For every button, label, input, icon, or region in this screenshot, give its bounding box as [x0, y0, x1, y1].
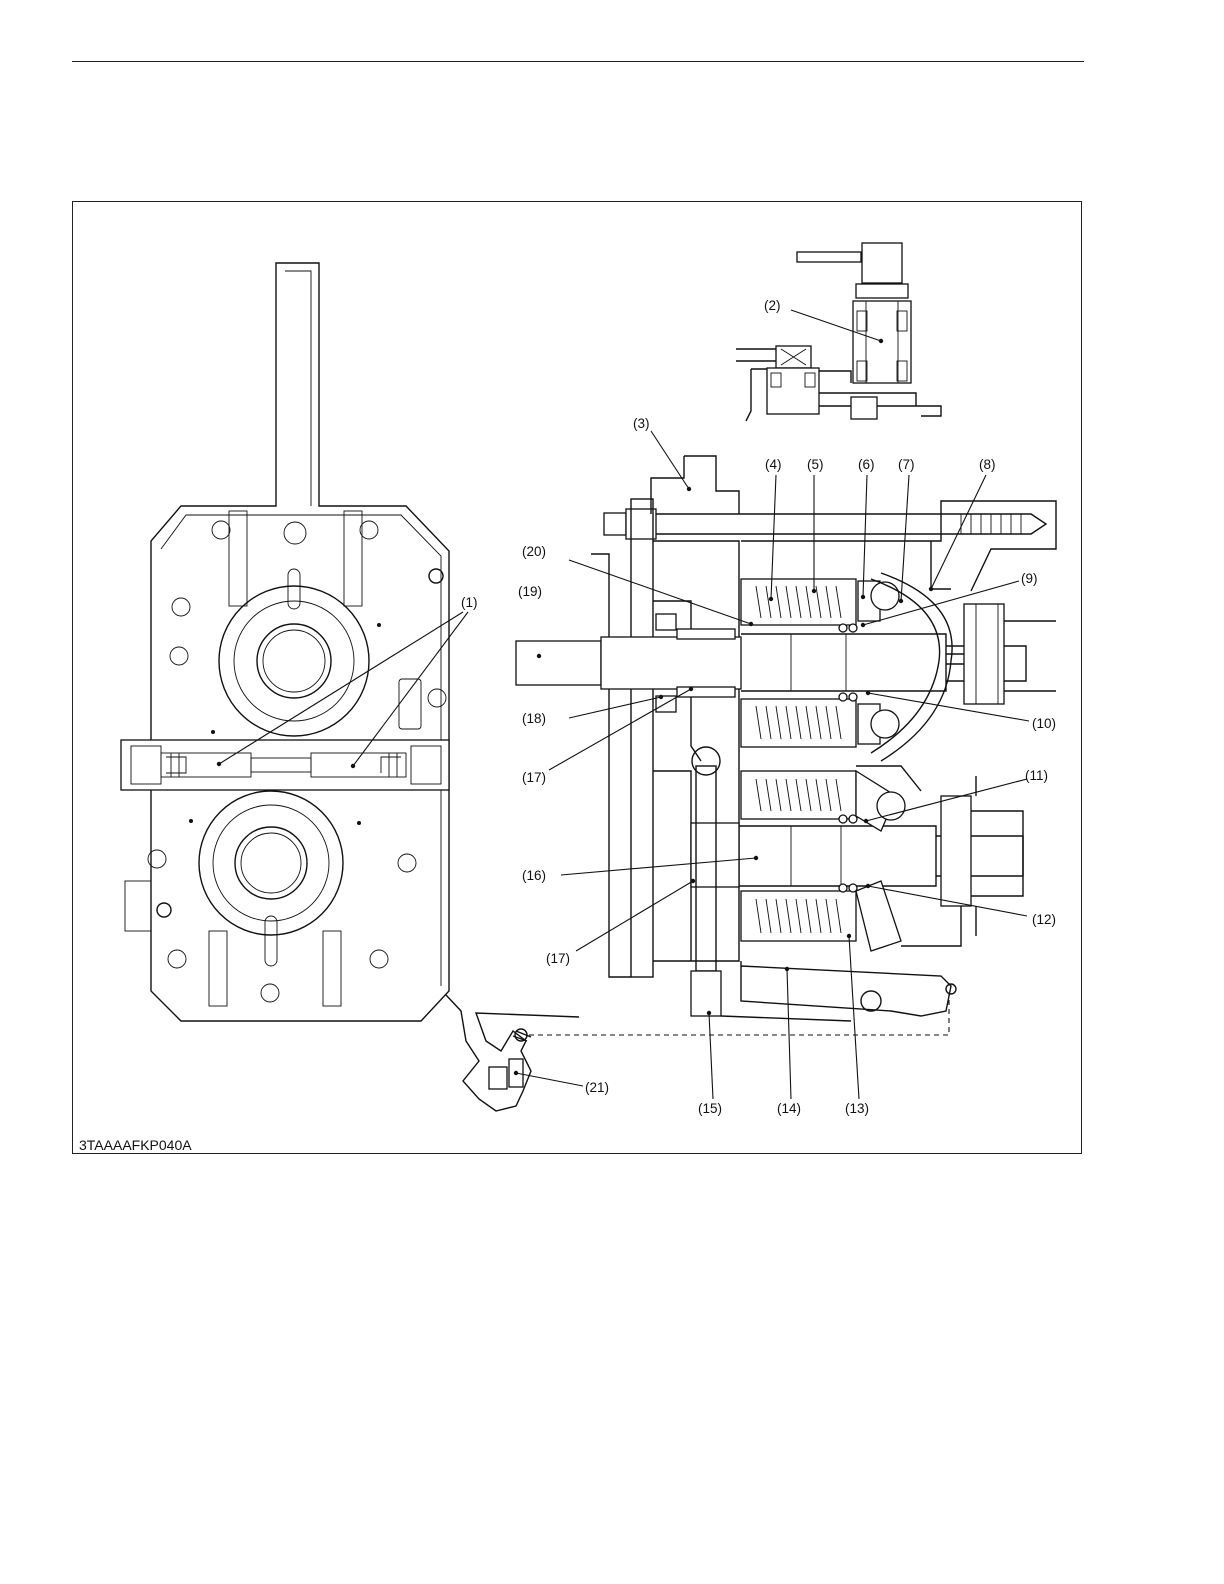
- callout-11: (11): [1025, 768, 1048, 783]
- figure-code: 3TAAAAFKP040A: [79, 1137, 192, 1153]
- callout-17-upper: (17): [522, 770, 546, 785]
- callout-20: (20): [522, 544, 546, 559]
- callout-17-lower: (17): [546, 951, 570, 966]
- callout-9: (9): [1021, 571, 1038, 586]
- callout-12: (12): [1032, 912, 1056, 927]
- callout-7: (7): [898, 457, 915, 472]
- callout-13: (13): [845, 1101, 869, 1116]
- shift-mechanism-inset: [736, 243, 941, 421]
- callout-3: (3): [633, 416, 650, 431]
- callout-2: (2): [764, 298, 781, 313]
- transmission-cross-section-diagram: (1) (2) (3) (4) (5) (6) (7) (8) (9) (10)…: [73, 202, 1083, 1155]
- callout-4: (4): [765, 457, 782, 472]
- callout-19: (19): [518, 584, 542, 599]
- callout-1: (1): [461, 595, 478, 610]
- callout-6: (6): [858, 457, 875, 472]
- housing-front-view: [121, 263, 449, 1021]
- header-rule: [72, 61, 1084, 62]
- callout-16: (16): [522, 868, 546, 883]
- callout-8: (8): [979, 457, 996, 472]
- leader-lines: [217, 310, 1029, 1099]
- callout-21: (21): [585, 1080, 609, 1095]
- callout-10: (10): [1032, 716, 1056, 731]
- callout-5: (5): [807, 457, 824, 472]
- figure-frame: (1) (2) (3) (4) (5) (6) (7) (8) (9) (10)…: [72, 201, 1082, 1154]
- callout-15: (15): [698, 1101, 722, 1116]
- callout-18: (18): [522, 711, 546, 726]
- callout-14: (14): [777, 1101, 801, 1116]
